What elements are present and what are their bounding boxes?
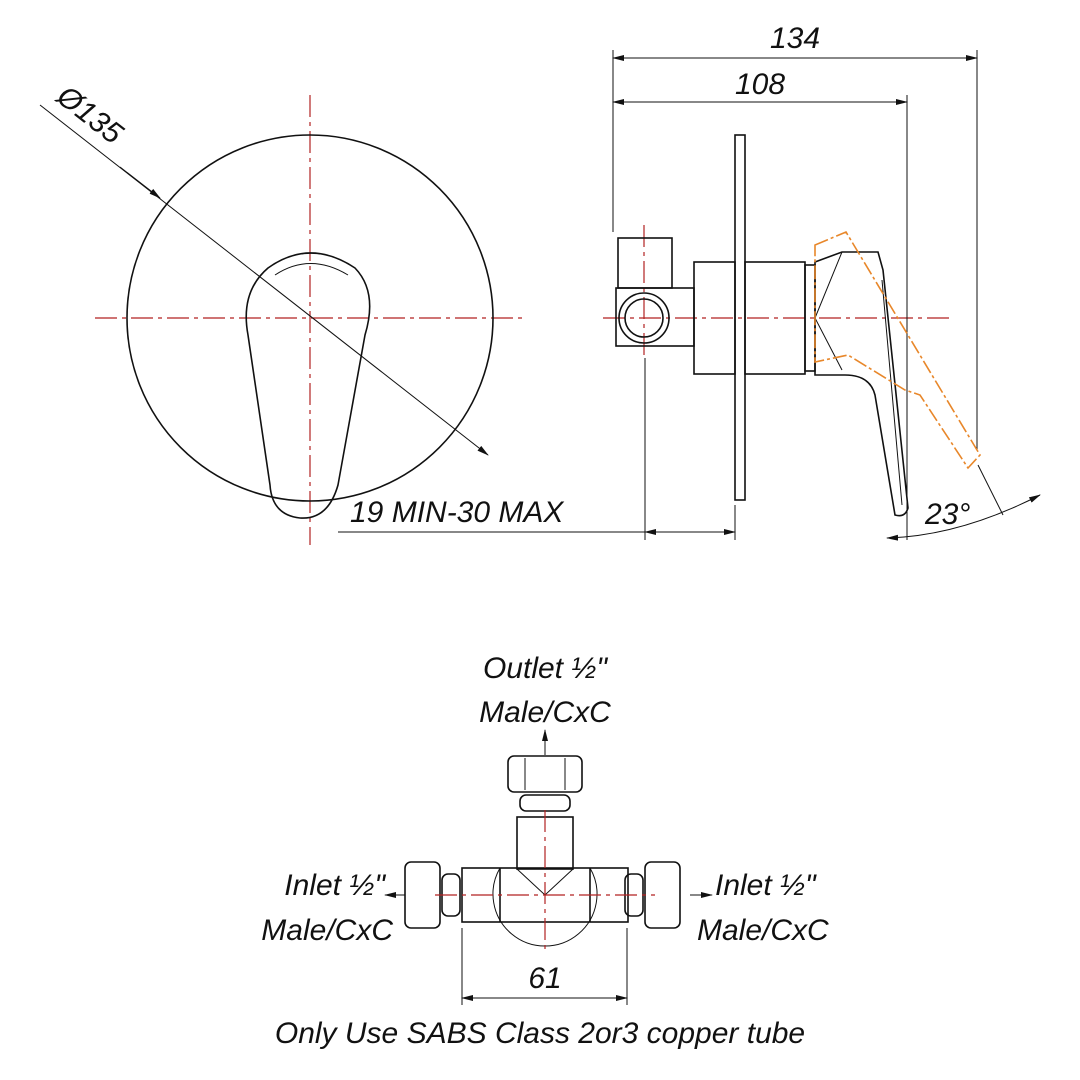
outlet-type-label: Male/CxC: [479, 696, 611, 729]
lever-edge: [881, 279, 903, 506]
outlet-nut: [507, 755, 583, 793]
diameter-arrow: [119, 166, 161, 199]
copper-tube-note: Only Use SABS Class 2or3 copper tube: [275, 1017, 805, 1050]
left-inlet-type-label: Male/CxC: [261, 914, 393, 947]
angle-arc: [886, 494, 1041, 541]
outlet-label: Outlet ½": [483, 652, 608, 685]
outlet-square-nut: [617, 237, 673, 289]
angle-label: 23°: [924, 498, 970, 531]
right-inlet-label: Inlet ½": [715, 869, 817, 902]
diameter-leader: [39, 104, 489, 456]
left-inlet-label: Inlet ½": [284, 869, 386, 902]
dim-61-label: 61: [528, 962, 561, 995]
handle-outline: [245, 252, 371, 519]
outlet-olive: [519, 794, 571, 812]
lever-bevel: [814, 251, 843, 371]
right-nut: [644, 861, 681, 929]
wall-range-label: 19 MIN-30 MAX: [350, 496, 564, 529]
front-view: Ø135: [39, 79, 525, 545]
diameter-label: Ø135: [50, 79, 129, 151]
connector-bore-outer: [618, 292, 670, 344]
connector-bore-inner: [624, 298, 664, 338]
cover-plate-outline: [126, 134, 494, 502]
handle-inner-edge: [274, 263, 349, 276]
dim-134-label: 134: [770, 22, 820, 55]
side-view: 134 108 19 MIN-30 MAX 23°: [338, 22, 1041, 541]
tee-view: Outlet ½" Male/CxC Inlet ½" Male/CxC Inl…: [261, 652, 829, 1050]
angle-extension: [977, 464, 1004, 516]
dim-108-label: 108: [735, 68, 785, 101]
rotated-handle-outline: [814, 230, 981, 470]
right-inlet-type-label: Male/CxC: [697, 914, 829, 947]
left-nut: [404, 861, 441, 929]
